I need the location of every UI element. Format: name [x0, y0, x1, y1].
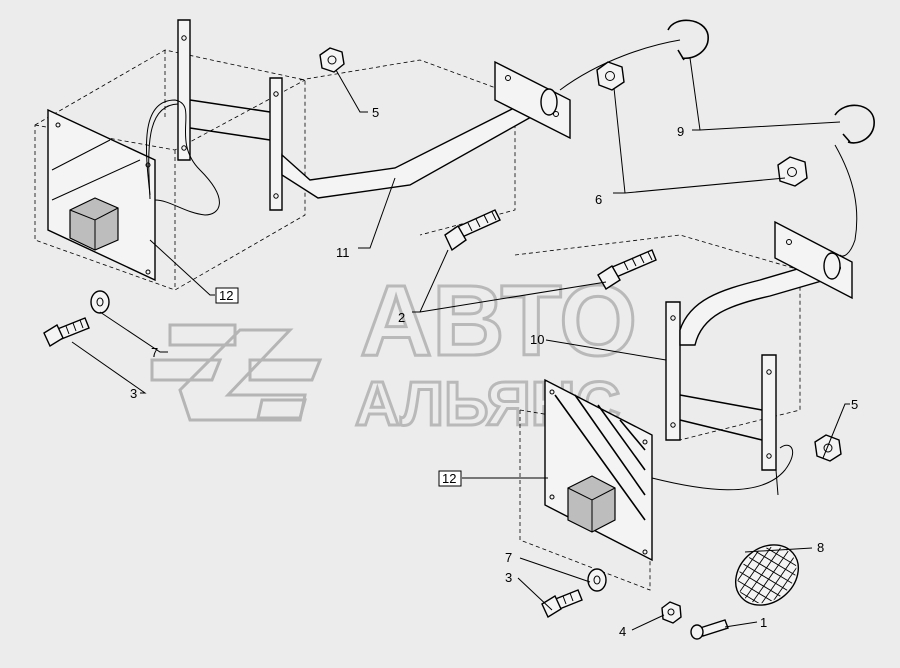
lower-reflector-plate	[544, 378, 653, 562]
lower-mounting-straps	[665, 301, 777, 471]
callout-2: 2	[398, 310, 405, 325]
leader-lines	[71, 57, 850, 631]
cable-to-ring	[559, 39, 681, 91]
callout-4: 4	[619, 624, 626, 639]
callouts: 5 6 9 11 2 10 7 3 12 12 5 8 7 3 4 1	[130, 105, 858, 639]
screw	[690, 619, 729, 640]
watermark-logo: АВТО АЛЬЯНС	[150, 264, 639, 441]
callout-7-left: 7	[151, 345, 158, 360]
bolt-upper	[444, 209, 501, 252]
nut-lower-right	[814, 434, 842, 462]
callout-1: 1	[760, 615, 767, 630]
ring-clip-upper	[667, 19, 709, 61]
washer-left	[90, 290, 110, 314]
ring-clip-lower	[834, 104, 875, 144]
upper-bracket-tube	[281, 60, 571, 199]
callout-8: 8	[817, 540, 824, 555]
upper-mounting-straps	[177, 19, 283, 211]
small-nut	[661, 601, 682, 624]
callout-5-upper: 5	[372, 105, 379, 120]
upper-cable	[145, 99, 220, 216]
callout-10: 10	[530, 332, 544, 347]
callout-6: 6	[595, 192, 602, 207]
washer-bottom	[587, 568, 607, 592]
bolt-lower	[597, 249, 657, 290]
callout-7-bottom: 7	[505, 550, 512, 565]
nut-upper-right	[777, 156, 808, 187]
callout-3-bottom: 3	[505, 570, 512, 585]
lower-cable	[651, 444, 794, 491]
bolt-left	[43, 317, 90, 348]
callout-5-lower: 5	[851, 397, 858, 412]
callout-12-lower-box	[438, 470, 462, 487]
callout-3-left: 3	[130, 386, 137, 401]
nut-upper-left	[319, 47, 345, 73]
lower-bracket-tube	[679, 220, 853, 346]
watermark-text-avto: АВТО	[360, 265, 637, 377]
nut-upper-middle	[596, 61, 625, 91]
callout-12-upper: 12	[219, 288, 233, 303]
callout-12-upper-box	[215, 287, 239, 304]
upper-reflector-plate	[47, 108, 156, 282]
callout-9: 9	[677, 124, 684, 139]
callout-12-lower: 12	[442, 471, 456, 486]
bolt-bottom	[541, 589, 583, 619]
callout-11: 11	[336, 245, 350, 260]
